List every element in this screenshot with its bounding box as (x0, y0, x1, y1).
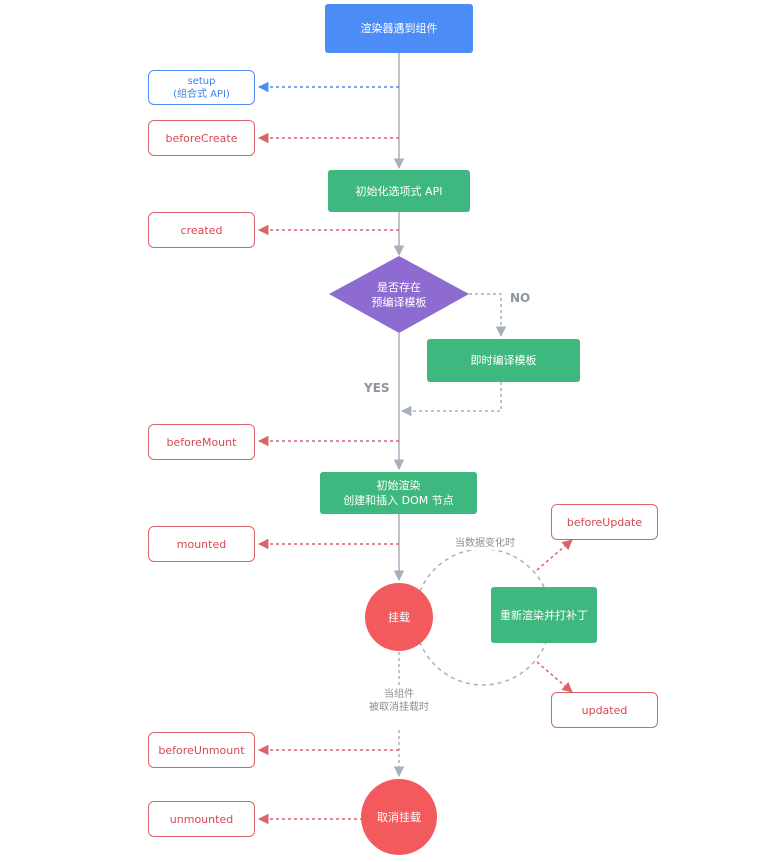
unmounted-label: unmounted (169, 812, 234, 826)
before-unmount-hook: beforeUnmount (148, 732, 255, 768)
unmount-label: 取消挂载 (377, 810, 421, 824)
unmounted-hook: unmounted (148, 801, 255, 837)
rerender-label: 重新渲染并打补丁 (500, 608, 588, 622)
setup-hook-line1: setup (187, 75, 216, 87)
on-unmount-label: 当组件 被取消挂载时 (350, 688, 448, 714)
created-hook: created (148, 212, 255, 248)
decision-label: 是否存在 预编译模板 (349, 280, 449, 310)
compile-template-label: 即时编译模板 (470, 354, 537, 367)
decision-diamond (329, 256, 469, 333)
mounted-state-node: 挂载 (365, 583, 433, 651)
before-create-label: beforeCreate (165, 131, 238, 145)
arrow-to-before-update (536, 539, 573, 571)
initial-render-line1: 初始渲染 (376, 479, 421, 492)
no-branch-out (469, 293, 507, 338)
init-options-label: 初始化选项式 API (355, 184, 443, 198)
before-update-hook: beforeUpdate (551, 504, 658, 540)
rerender-node: 重新渲染并打补丁 (491, 587, 597, 643)
before-mount-hook: beforeMount (148, 424, 255, 460)
created-label: created (180, 223, 223, 237)
initial-render-line2: 创建和插入 DOM 节点 (343, 494, 454, 507)
before-create-hook: beforeCreate (148, 120, 255, 156)
on-unmount-line2: 被取消挂载时 (369, 702, 429, 713)
setup-hook: setup (组合式 API) (148, 70, 255, 105)
mounted-label: mounted (176, 537, 227, 551)
before-unmount-label: beforeUnmount (158, 743, 245, 757)
compile-template-node: 即时编译模板 (427, 339, 580, 382)
start-node: 渲染器遇到组件 (325, 4, 473, 53)
arrow-to-updated (536, 661, 573, 693)
init-options-node: 初始化选项式 API (328, 170, 470, 212)
setup-hook-line2: (组合式 API) (173, 88, 230, 100)
before-update-label: beforeUpdate (566, 515, 643, 529)
initial-render-node: 初始渲染 创建和插入 DOM 节点 (320, 472, 477, 514)
yes-label: YES (364, 381, 390, 395)
start-node-label: 渲染器遇到组件 (360, 22, 438, 35)
updated-hook: updated (551, 692, 658, 728)
no-branch-return (400, 382, 502, 417)
on-unmount-line1: 当组件 (384, 689, 414, 700)
mounted-hook: mounted (148, 526, 255, 562)
no-label: NO (510, 291, 531, 305)
data-changed-label: 当数据变化时 (440, 537, 530, 550)
before-mount-label: beforeMount (166, 435, 237, 449)
decision-label-line1: 是否存在 (377, 281, 421, 294)
unmount-node: 取消挂载 (361, 779, 437, 855)
mounted-state-label: 挂载 (388, 610, 410, 624)
updated-label: updated (581, 703, 628, 717)
decision-label-line2: 预编译模板 (371, 296, 427, 309)
